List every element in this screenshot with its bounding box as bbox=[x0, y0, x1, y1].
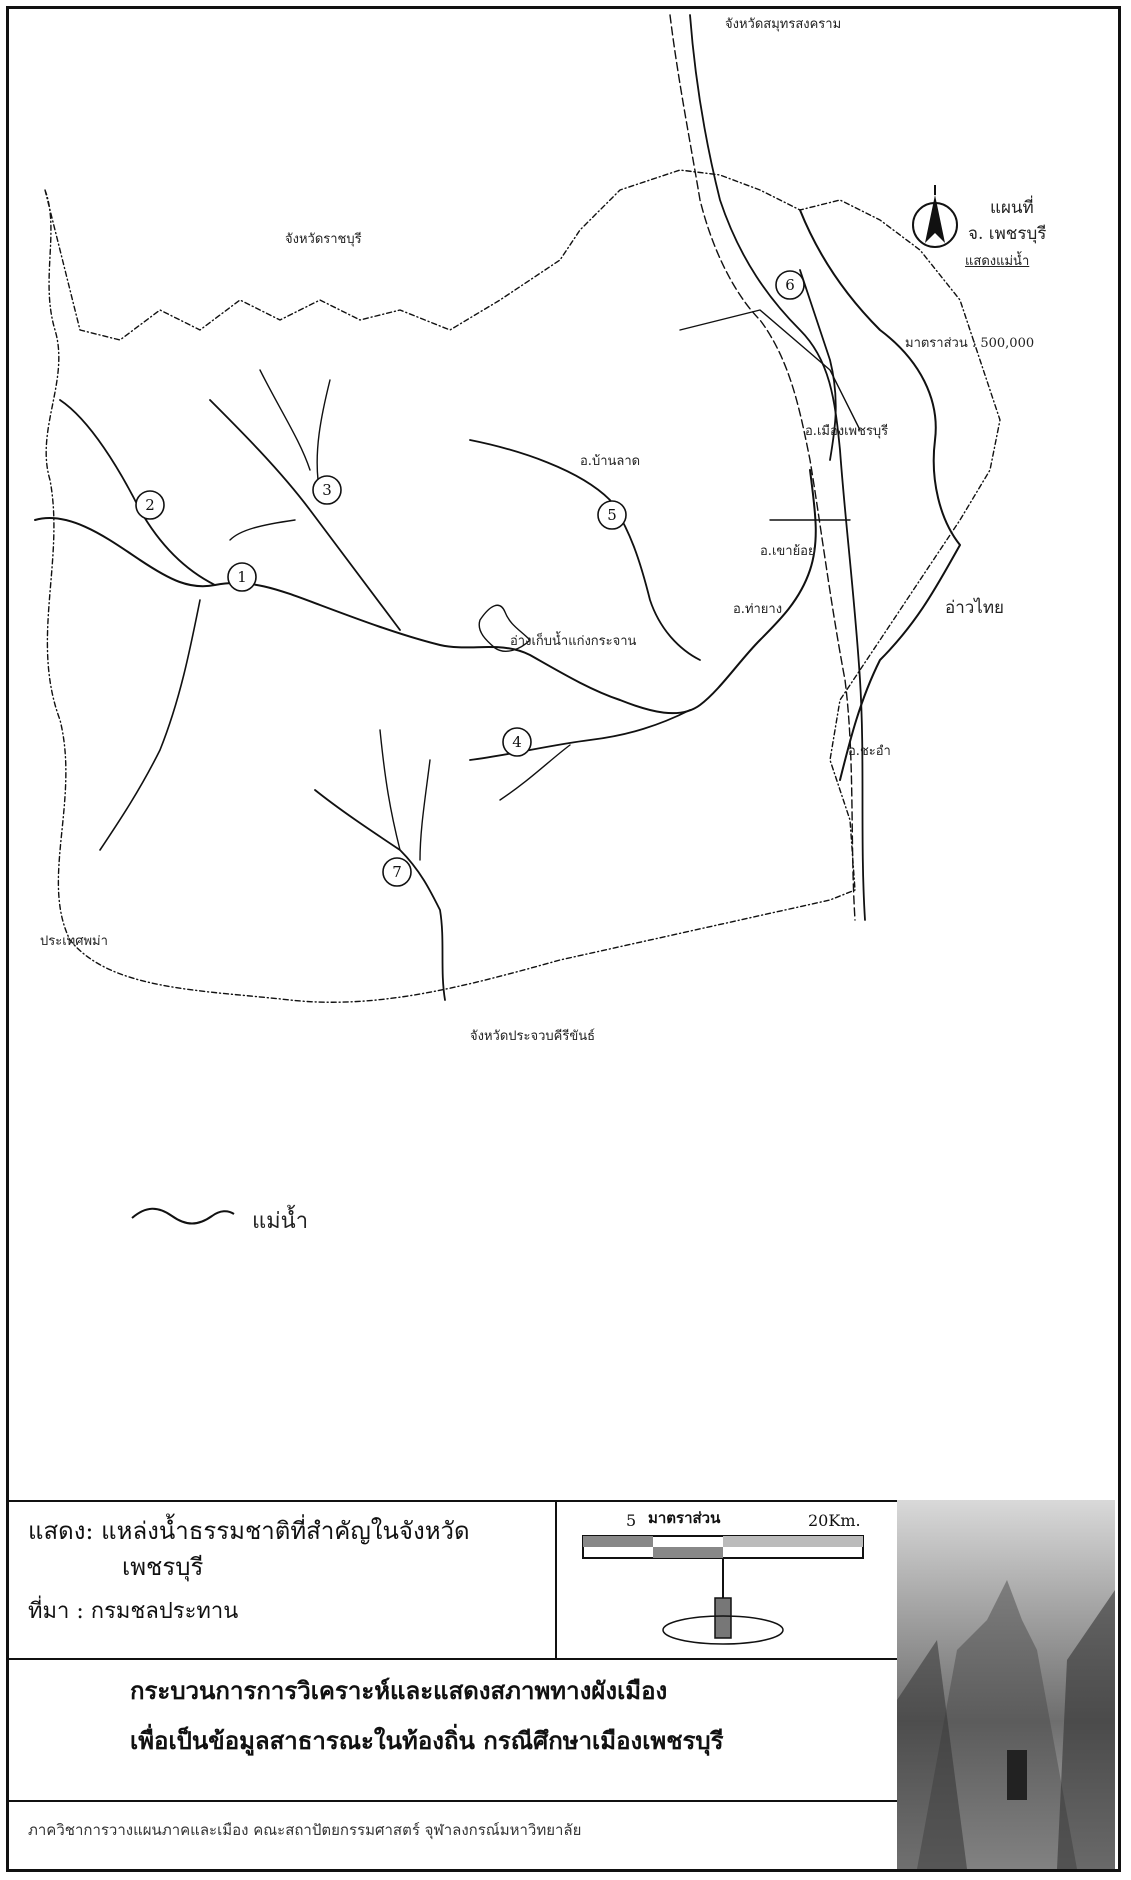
project-title-line2: เพื่อเป็นข้อมูลสาธารณะในท้องถิ่น กรณีศึก… bbox=[130, 1726, 724, 1755]
river-number-circle-1 bbox=[227, 562, 257, 592]
river-number-4: 4 bbox=[512, 733, 522, 751]
river-number-1: 1 bbox=[237, 568, 247, 586]
reservoir-shape bbox=[478, 604, 531, 652]
river-4 bbox=[469, 709, 691, 761]
province-boundary bbox=[44, 169, 1001, 1003]
river-number-circle-2 bbox=[135, 490, 165, 520]
label-kaeng-krachan: อ่างเก็บน้ำแก่งกระจาน bbox=[510, 634, 637, 649]
river-3-tributary-a bbox=[229, 369, 331, 541]
river-map: 1 2 3 4 5 6 7 bbox=[34, 14, 1001, 1003]
river-4-tributary bbox=[499, 744, 571, 801]
river-number-circle-5 bbox=[597, 500, 627, 530]
river-number-circle-6 bbox=[775, 270, 805, 300]
railway bbox=[669, 14, 856, 921]
river-number-7: 7 bbox=[392, 863, 402, 881]
river-west bbox=[99, 599, 201, 851]
river-5 bbox=[469, 439, 701, 661]
label-phetchaburi-city: อ.เมืองเพชรบุรี bbox=[805, 424, 889, 439]
divider-1 bbox=[9, 1658, 897, 1660]
map-scale-text: มาตราส่วน : 500,000 bbox=[905, 336, 1035, 351]
department-text: ภาควิชาการวางแผนภาคและเมือง คณะสถาปัตยกร… bbox=[28, 1821, 582, 1839]
coastline bbox=[799, 209, 961, 781]
divider-2 bbox=[9, 1800, 897, 1802]
label-cha-am: อ.ชะอำ bbox=[848, 744, 891, 759]
caption-prefix: แสดง: bbox=[28, 1517, 94, 1545]
source-text: กรมชลประทาน bbox=[90, 1599, 239, 1624]
river-legend-icon bbox=[131, 1207, 235, 1225]
highway bbox=[689, 14, 866, 921]
divider-vertical bbox=[555, 1500, 557, 1658]
river-number-3: 3 bbox=[322, 481, 332, 499]
river-number-5: 5 bbox=[607, 506, 617, 524]
north-arrow-icon bbox=[912, 185, 958, 248]
scale-end-value: 20Km. bbox=[808, 1511, 861, 1530]
label-tha-yang: อ.ท่ายาง bbox=[733, 602, 783, 617]
river-number-2: 2 bbox=[145, 496, 155, 514]
river-3 bbox=[209, 399, 401, 631]
scale-bar-icon bbox=[582, 1535, 864, 1645]
river-1 bbox=[34, 469, 817, 715]
river-number-circle-3 bbox=[312, 475, 342, 505]
label-prachuap: จังหวัดประจวบคีรีขันธ์ bbox=[470, 1029, 596, 1044]
label-gulf-of-thailand: อ่าวไทย bbox=[945, 598, 1005, 618]
river-number-6: 6 bbox=[785, 276, 795, 294]
river-number-circle-4 bbox=[502, 727, 532, 757]
label-khao-yoi: อ.เขาย้อย bbox=[760, 544, 816, 559]
label-ratchaburi: จังหวัดราชบุรี bbox=[285, 232, 362, 247]
river-7 bbox=[314, 789, 446, 1001]
river-7-tributary bbox=[379, 729, 431, 861]
local-road bbox=[679, 309, 861, 521]
river-6 bbox=[799, 269, 837, 461]
title-block bbox=[9, 1500, 1115, 1871]
caption-subject-line2: เพชรบุรี bbox=[122, 1553, 204, 1581]
caption-subject: แสดง: แหล่งน้ำธรรมชาติที่สำคัญในจังหวัด bbox=[28, 1515, 470, 1547]
caption-subject-line1: แหล่งน้ำธรรมชาติที่สำคัญในจังหวัด bbox=[101, 1517, 470, 1545]
project-title-line1: กระบวนการการวิเคราะห์และแสดงสภาพทางผังเม… bbox=[130, 1676, 668, 1705]
temple-photo bbox=[897, 1500, 1115, 1869]
map-subtitle: แสดงแม่น้ำ bbox=[965, 254, 1030, 269]
label-myanmar: ประเทศพม่า bbox=[40, 934, 108, 949]
scale-title: มาตราส่วน bbox=[648, 1509, 721, 1527]
river-number-circle-7 bbox=[382, 857, 412, 887]
page-frame bbox=[6, 6, 1121, 1872]
scale-mid-value: 5 bbox=[626, 1511, 637, 1530]
map-title-line1: แผนที่ bbox=[990, 198, 1034, 218]
source-prefix: ที่มา : bbox=[28, 1599, 84, 1624]
label-ban-lat: อ.บ้านลาด bbox=[580, 454, 641, 469]
label-samut-songkhram: จังหวัดสมุทรสงคราม bbox=[725, 17, 842, 32]
river-legend-label: แม่น้ำ bbox=[252, 1209, 309, 1234]
map-title-line2: จ. เพชรบุรี bbox=[968, 224, 1047, 244]
